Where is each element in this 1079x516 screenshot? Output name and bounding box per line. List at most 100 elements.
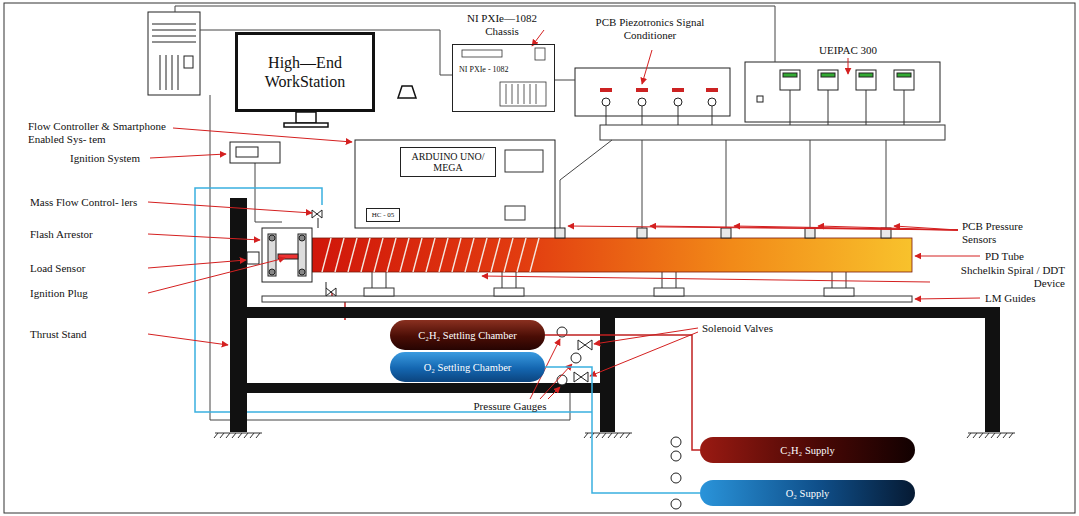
board-parts: [505, 150, 543, 172]
signal-conditioner: [674, 98, 682, 106]
leader-arrows: [590, 332, 698, 376]
workstation-monitor: High—End WorkStation: [235, 32, 375, 112]
ueipac-unit: [821, 73, 835, 77]
signal-conditioner: [602, 98, 716, 106]
valves-and-gauges: [574, 372, 588, 382]
chassis-modules: [500, 82, 546, 106]
ueipac-unit: [783, 73, 797, 77]
gas-feed-line: [545, 367, 700, 493]
workstation-tower: [148, 12, 200, 95]
valves-and-gauges: [671, 499, 681, 509]
flange-assembly: [278, 254, 298, 259]
leader-arrows: [148, 260, 246, 268]
leader-arrows: [482, 276, 930, 282]
flange-assembly: [262, 228, 312, 282]
pressure-sensors: [555, 228, 565, 238]
signal-wires: [210, 95, 570, 420]
node-text: ARDUINO UNO/ MEGA: [405, 151, 491, 174]
signal-wires: [726, 140, 727, 228]
chassis-modules: [462, 50, 502, 57]
leader-arrows: [594, 328, 698, 344]
signal-conditioner: [575, 68, 730, 116]
callout-label: Ignition System: [70, 152, 148, 165]
flange-assembly: [326, 282, 336, 296]
pd-tube: [320, 238, 540, 272]
pressure-sensors: [721, 228, 731, 238]
ground-hatching: [968, 433, 1015, 434]
ueipac-unit: [745, 62, 940, 122]
bluetooth-module: HC - 05: [366, 208, 400, 222]
leader-arrows: [894, 226, 958, 230]
workstation-tower: [184, 56, 193, 68]
lm-guides: [654, 288, 684, 296]
signal-wires: [886, 140, 887, 228]
pd-tube: [312, 238, 912, 272]
signal-conditioner: [600, 88, 612, 92]
pressure-sensors: [805, 228, 815, 238]
flange-assembly: [312, 210, 322, 228]
workstation-tower: [172, 55, 173, 90]
callout-label: NI PXIe—1082 Chassis: [452, 12, 552, 37]
signal-wires: [255, 163, 282, 222]
workstation-tower: [166, 55, 167, 90]
ignition-unit: [230, 142, 280, 163]
leader-arrows: [915, 298, 980, 299]
leader-arrows: [650, 226, 958, 230]
ueipac-unit: [757, 96, 763, 102]
node-text: C₂H₂ Supply: [780, 445, 834, 456]
settling-chamber: O₂ Settling Chamber: [390, 352, 545, 382]
ignition-unit: [230, 142, 280, 163]
chassis-modules: [462, 48, 546, 106]
valves-and-gauges: [571, 353, 581, 363]
gas-cylinder: C₂H₂ Supply: [700, 437, 915, 463]
thrust-stand: [247, 307, 1000, 318]
outer-frame: [4, 3, 1075, 513]
leader-arrows: [548, 387, 560, 399]
settling-chamber: C₂H₂ Settling Chamber: [390, 320, 545, 350]
monitor-stand: [284, 123, 328, 127]
leader-arrows: [150, 154, 226, 158]
microcontroller-box: ARDUINO UNO/ MEGA: [400, 147, 496, 177]
signal-wires: [642, 140, 643, 228]
ueipac-unit: [745, 62, 940, 122]
flange-assembly: [269, 269, 275, 275]
callout-label: LM Guides: [985, 292, 1065, 305]
ueipac-unit: [856, 70, 876, 90]
pxi-chassis: NI PXIe - 1082: [452, 44, 555, 112]
junction-panel: [866, 90, 867, 125]
chassis-modules: [535, 48, 545, 60]
callout-label: UEIPAC 300: [798, 44, 898, 57]
flange-assembly: [299, 269, 305, 275]
valves-and-gauges: [671, 451, 681, 461]
junction-panel: [904, 90, 905, 125]
ground-hatching: [584, 433, 630, 438]
leader-arrows: [568, 226, 958, 230]
callout-label: Thrust Stand: [30, 328, 145, 341]
node-text: C₂H₂ Settling Chamber: [418, 330, 516, 341]
workstation-tower: [152, 24, 196, 25]
chassis-modules: [524, 84, 525, 104]
gas-feed-line: [545, 335, 700, 450]
pressure-sensors: [637, 228, 647, 238]
leader-arrows: [642, 50, 652, 84]
callout-label: Ignition Plug: [30, 287, 145, 300]
signal-conditioner: [672, 88, 684, 92]
flange-assembly: [299, 235, 305, 241]
signal-wires: [555, 80, 575, 81]
junction-panel: [600, 125, 945, 140]
node-text: High—End WorkStation: [248, 53, 362, 91]
ueipac-unit: [894, 70, 914, 90]
workstation-tower: [160, 55, 161, 90]
workstation-tower: [148, 12, 200, 95]
callout-label: Solenoid Valves: [702, 322, 797, 335]
lm-guides: [364, 288, 394, 296]
valves-and-gauges: [671, 437, 681, 447]
leader-arrows: [148, 258, 285, 293]
leader-arrows: [818, 226, 958, 230]
flange-assembly: [247, 252, 259, 264]
signal-conditioner: [706, 88, 718, 92]
ueipac-unit: [780, 70, 800, 90]
flange-assembly: [268, 234, 276, 276]
